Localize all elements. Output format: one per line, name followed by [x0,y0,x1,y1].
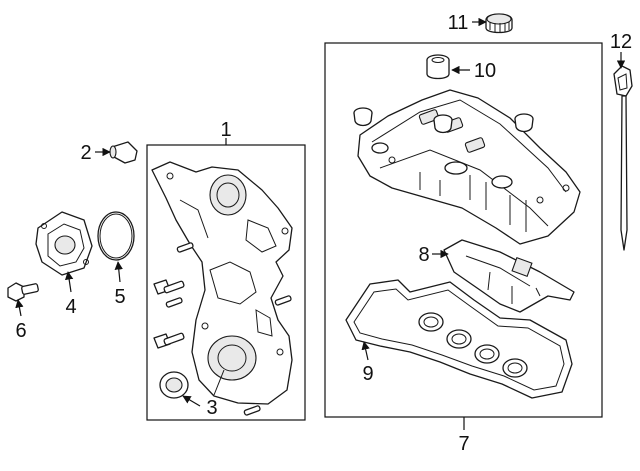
callout-1: 1 [220,119,231,141]
timing-cover-part [151,161,293,405]
callout-8: 8 [418,244,429,266]
dipstick-part [613,65,633,251]
callout-7: 7 [458,433,469,455]
callout-12: 12 [610,31,632,53]
valve-cover-gasket-part [345,279,573,399]
valve-cover-part [357,89,581,245]
callout-11: 11 [448,12,469,34]
callout-10: 10 [474,60,496,82]
callout-5: 5 [114,286,125,308]
vacuum-pump-part [35,211,93,276]
plug-part [109,141,138,164]
filler-neck-part [426,54,450,80]
leader-lines [15,17,626,430]
filler-cap-part [485,13,513,34]
callout-4: 4 [65,296,76,318]
grommets [353,107,534,134]
front-seal-part [159,371,189,399]
callout-9: 9 [362,363,373,385]
stud-bolts [153,242,292,416]
callout-3: 3 [206,397,217,419]
callout-6: 6 [15,320,26,342]
o-ring-part [97,211,135,261]
bolt-part [7,282,39,302]
baffle-part [443,239,575,313]
callout-2: 2 [80,142,91,164]
